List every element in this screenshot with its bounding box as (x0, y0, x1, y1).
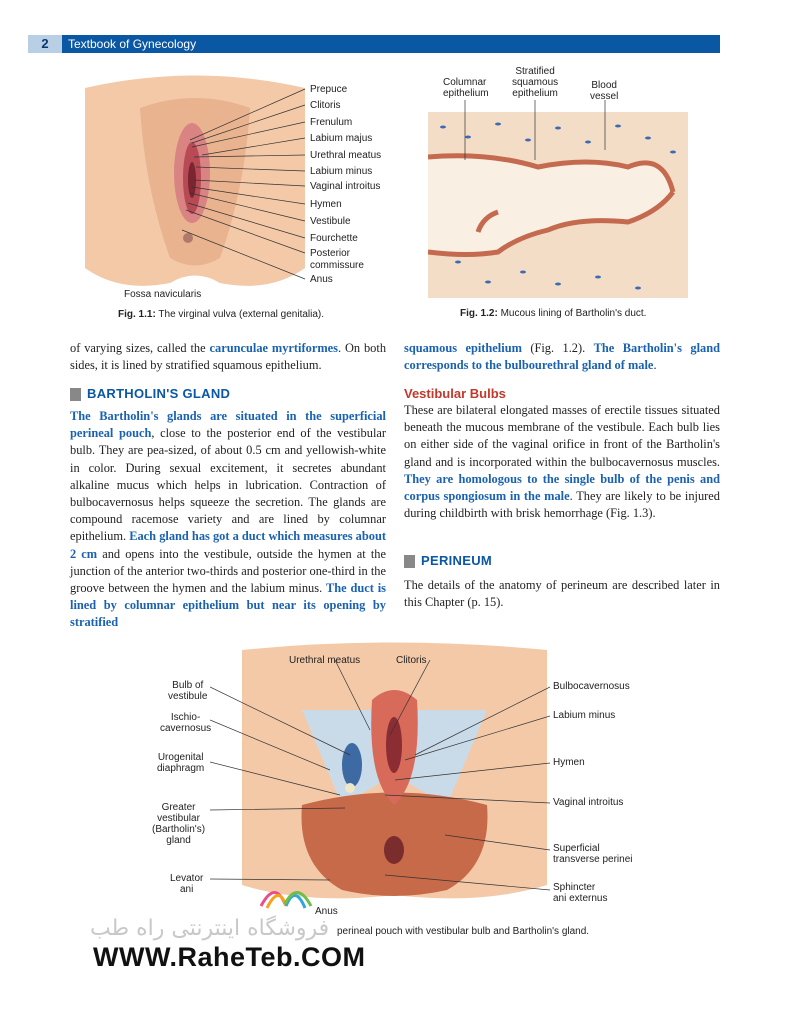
bartholin-highlight-b: Each gland has got a duct which measures… (70, 529, 386, 561)
page-number: 2 (28, 35, 62, 53)
figure2-leader-lines (464, 100, 606, 160)
label-fossa-navicularis: Fossa navicularis (124, 289, 202, 300)
figure3-leader-lines (210, 660, 550, 891)
running-header-bar (28, 35, 720, 53)
carunculae-term: carunculae myrtiformes (209, 341, 338, 355)
bartholin-duct-histology (428, 112, 688, 298)
section-title-bartholin: BARTHOLIN'S GLAND (87, 386, 231, 401)
bartholin-continuation: squamous epithelium (Fig. 1.2). The Bart… (404, 340, 720, 374)
figure2-caption: Fig. 1.2: Mucous lining of Bartholin's d… (460, 308, 646, 319)
label-levator-line1: Levator (170, 873, 204, 884)
figure1-caption-number: Fig. 1.1: (118, 309, 156, 320)
figure3-caption-fragment: perineal pouch with vestibular bulb and … (337, 926, 590, 937)
label-vaginal-introitus: Vaginal introitus (310, 181, 381, 192)
label-fourchette: Fourchette (310, 233, 358, 244)
figure2-caption-text: Mucous lining of Bartholin's duct. (500, 308, 647, 319)
label-labium-minus-fig3: Labium minus (553, 710, 616, 721)
label-urogenital-line1: Urogenital (157, 752, 204, 763)
label-blood-line2: vessel (590, 91, 619, 102)
label-bulbocavernosus: Bulbocavernosus (553, 681, 630, 692)
vestibular-bulbs-paragraph: These are bilateral elongated masses of … (404, 402, 720, 522)
label-anus: Anus (310, 274, 333, 285)
label-columnar-line2: epithelium (443, 88, 489, 99)
figure1-leader-lines (181, 88, 306, 280)
label-columnar-line1: Columnar (443, 77, 487, 88)
section-title-perineum: PERINEUM (421, 553, 493, 568)
continuation-highlight-a: squamous epithelium (404, 341, 522, 355)
label-ischio-line2: cavernosus (160, 723, 212, 734)
bartholin-paragraph: The Bartholin's glands are situated in t… (70, 408, 386, 632)
continuation-highlight-b: The Bartholin's gland corresponds to the… (404, 341, 720, 373)
label-prepuce: Prepuce (310, 84, 348, 95)
label-hymen: Hymen (310, 199, 342, 210)
label-bulb-line1: Bulb of (172, 680, 204, 691)
figure2-caption-number: Fig. 1.2: (460, 308, 498, 319)
perineal-pouch-illustration (242, 642, 547, 899)
book-logo-icon (259, 891, 313, 909)
bulbs-text-a: These are bilateral elongated masses of … (404, 403, 720, 469)
label-bulb-line2: vestibule (168, 691, 208, 702)
figure1-caption-text: The virginal vulva (external genitalia). (158, 309, 325, 320)
label-urethral-meatus-fig3: Urethral meatus (289, 655, 361, 666)
bartholin-highlight-a: The Bartholin's glands are situated in t… (70, 409, 386, 441)
label-superficial-line1: Superficial (553, 843, 600, 854)
label-superficial-line2: transverse perinei (553, 854, 633, 865)
bartholin-text-b: and opens into the vestibule, outside th… (70, 546, 386, 596)
subheading-vestibular-bulbs: Vestibular Bulbs (404, 386, 506, 401)
label-anus-fig3: Anus (315, 906, 338, 917)
label-sphincter-line2: ani externus (553, 893, 608, 904)
section-marker (70, 388, 81, 401)
label-vestibule: Vestibule (310, 216, 351, 227)
label-stratified-line1: Stratified (515, 66, 555, 77)
label-clitoris: Clitoris (310, 100, 341, 111)
figure1-caption: Fig. 1.1: The virginal vulva (external g… (118, 309, 324, 320)
label-greater-line4: gland (166, 835, 191, 846)
label-posterior: Posterior (310, 248, 351, 259)
watermark-site-url: WWW.RaheTeb.COM (93, 942, 366, 972)
continuation-text-a: (Fig. 1.2). (521, 341, 594, 355)
perineum-paragraph: The details of the anatomy of perineum a… (404, 578, 720, 610)
label-stratified-line2: squamous (512, 77, 559, 88)
label-urogenital-line2: diaphragm (157, 763, 205, 774)
watermark-persian-text: فروشگاه اینترنتی راه طب (90, 916, 330, 941)
label-clitoris-fig3: Clitoris (396, 655, 427, 666)
bulbs-highlight: They are homologous to the single bulb o… (404, 471, 720, 504)
label-greater-line2: vestibular (157, 813, 200, 824)
bartholin-highlight-c: The duct is lined by columnar epithelium… (70, 581, 386, 630)
label-sphincter-line1: Sphincter (553, 882, 596, 893)
intro-text-c: . On both sides, it is lined by stratifi… (70, 341, 387, 373)
intro-text-a: of varying sizes, called the (70, 341, 210, 355)
label-levator-line2: ani (180, 884, 194, 895)
label-vaginal-introitus-fig3: Vaginal introitus (553, 797, 624, 808)
label-commissure: commissure (310, 260, 364, 271)
section-marker (404, 555, 415, 568)
continuation-text-b: . (653, 358, 657, 373)
label-stratified-line3: epithelium (512, 88, 558, 99)
bartholin-text-a: , close to the posterior end of the vest… (70, 426, 387, 544)
label-blood-line1: Blood (591, 80, 617, 91)
label-greater-line3: (Bartholin's) (152, 824, 206, 835)
label-greater-line1: Greater (161, 802, 196, 813)
label-hymen-fig3: Hymen (553, 757, 585, 768)
label-labium-majus: Labium majus (310, 133, 373, 144)
label-ischiocavernosus: Ischio-cavernosus (160, 712, 211, 734)
running-title: Textbook of Gynecology (68, 37, 197, 51)
label-labium-minus: Labium minus (310, 166, 373, 177)
intro-paragraph: of varying sizes, called the carunculae … (70, 340, 386, 374)
label-ischio-line1: Ischio- (170, 712, 201, 723)
label-urethral-meatus: Urethral meatus (310, 150, 382, 161)
label-frenulum: Frenulum (310, 117, 353, 128)
bulbs-text-b: . They are likely to be injured during c… (404, 489, 720, 521)
